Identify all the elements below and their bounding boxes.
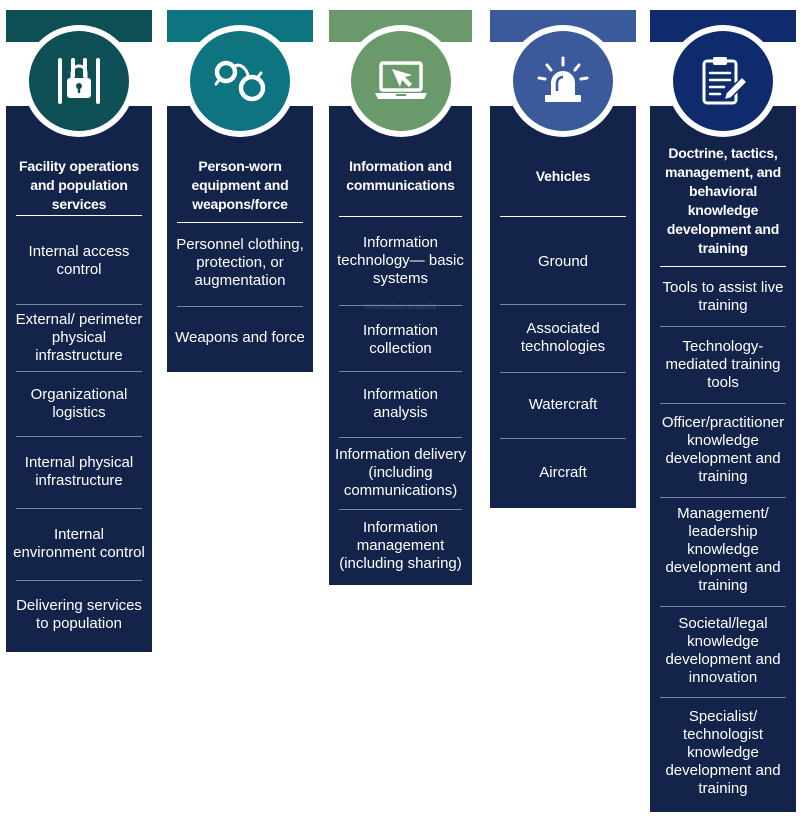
handcuffs-icon <box>214 60 266 102</box>
icon-circle <box>23 25 135 137</box>
list-item: Watercraft <box>528 396 598 413</box>
column-body <box>650 106 796 812</box>
laptop-cursor-icon <box>374 61 427 99</box>
icon-circle <box>344 25 457 137</box>
column-information-communications: Information and communications Informati… <box>329 10 472 585</box>
item-divider <box>660 606 786 607</box>
item-divider <box>16 508 142 509</box>
icon-circle <box>667 25 779 137</box>
item-divider <box>177 306 303 307</box>
list-item: Associated technologies <box>520 320 606 355</box>
item-divider <box>500 304 626 305</box>
title-divider <box>660 266 786 267</box>
list-item: External/ perimeter physical infrastruct… <box>15 311 143 364</box>
title-divider <box>339 216 462 217</box>
list-item: Ground <box>537 253 589 270</box>
column-vehicles: Vehicles Ground Associated technologies … <box>490 10 636 508</box>
clipboard-pen-icon <box>702 57 749 105</box>
column-title: Doctrine, tactics, management, and behav… <box>664 145 782 256</box>
list-item: Information analysis <box>362 386 439 421</box>
list-item: Weapons and force <box>175 329 305 346</box>
faint-overlap-text: Information analysis <box>364 302 437 311</box>
column-title: Facility operations and population servi… <box>19 157 139 212</box>
title-divider <box>16 215 142 216</box>
item-divider <box>660 326 786 327</box>
list-item: Tools to assist live training <box>662 279 784 314</box>
list-item: Internal access control <box>28 243 130 278</box>
list-item: Societal/legal knowledge development and… <box>665 615 781 686</box>
item-divider <box>339 305 462 306</box>
item-divider <box>660 497 786 498</box>
column-body <box>329 106 472 585</box>
item-divider <box>16 580 142 581</box>
column-person-worn-equipment: Person-worn equipment and weapons/force … <box>167 10 313 372</box>
column-body <box>6 106 152 652</box>
column-body <box>490 106 636 508</box>
item-divider <box>660 697 786 698</box>
list-item: Information management (including sharin… <box>339 519 462 572</box>
title-divider <box>177 222 303 223</box>
list-item: Delivering services to population <box>16 597 142 632</box>
item-divider <box>500 372 626 373</box>
list-item: Officer/practitioner knowledge developme… <box>661 414 785 485</box>
item-divider <box>500 438 626 439</box>
column-title: Information and communications <box>346 158 455 193</box>
list-item: Technology- mediated training tools <box>665 338 781 391</box>
list-item: Specialist/ technologist knowledge devel… <box>665 708 781 797</box>
column-doctrine-training: Doctrine, tactics, management, and behav… <box>650 10 796 812</box>
column-title: Vehicles <box>535 167 591 184</box>
list-item: Information technology— basic systems <box>337 234 464 287</box>
list-item: Internal physical infrastructure <box>24 454 134 489</box>
list-item: Information collection <box>362 322 439 357</box>
column-facility-operations: Facility operations and population servi… <box>6 10 152 652</box>
column-title: Person-worn equipment and weapons/force <box>191 157 289 212</box>
list-item: Organizational logistics <box>30 386 128 421</box>
item-divider <box>339 509 462 510</box>
list-item: Management/ leadership knowledge develop… <box>665 505 781 594</box>
siren-light-icon <box>537 56 589 102</box>
icon-circle <box>507 25 619 137</box>
icon-circle <box>184 25 296 137</box>
prison-bars-lock-icon <box>58 58 100 104</box>
item-divider <box>16 371 142 372</box>
item-divider <box>339 437 462 438</box>
item-divider <box>16 436 142 437</box>
list-item: Personnel clothing, protection, or augme… <box>176 236 304 289</box>
item-divider <box>16 304 142 305</box>
list-item: Aircraft <box>539 464 587 481</box>
title-divider <box>500 216 626 217</box>
list-item: Internal environment control <box>13 526 145 561</box>
list-item: Information delivery (including communic… <box>335 446 466 499</box>
column-body <box>167 106 313 372</box>
item-divider <box>339 371 462 372</box>
item-divider <box>660 403 786 404</box>
